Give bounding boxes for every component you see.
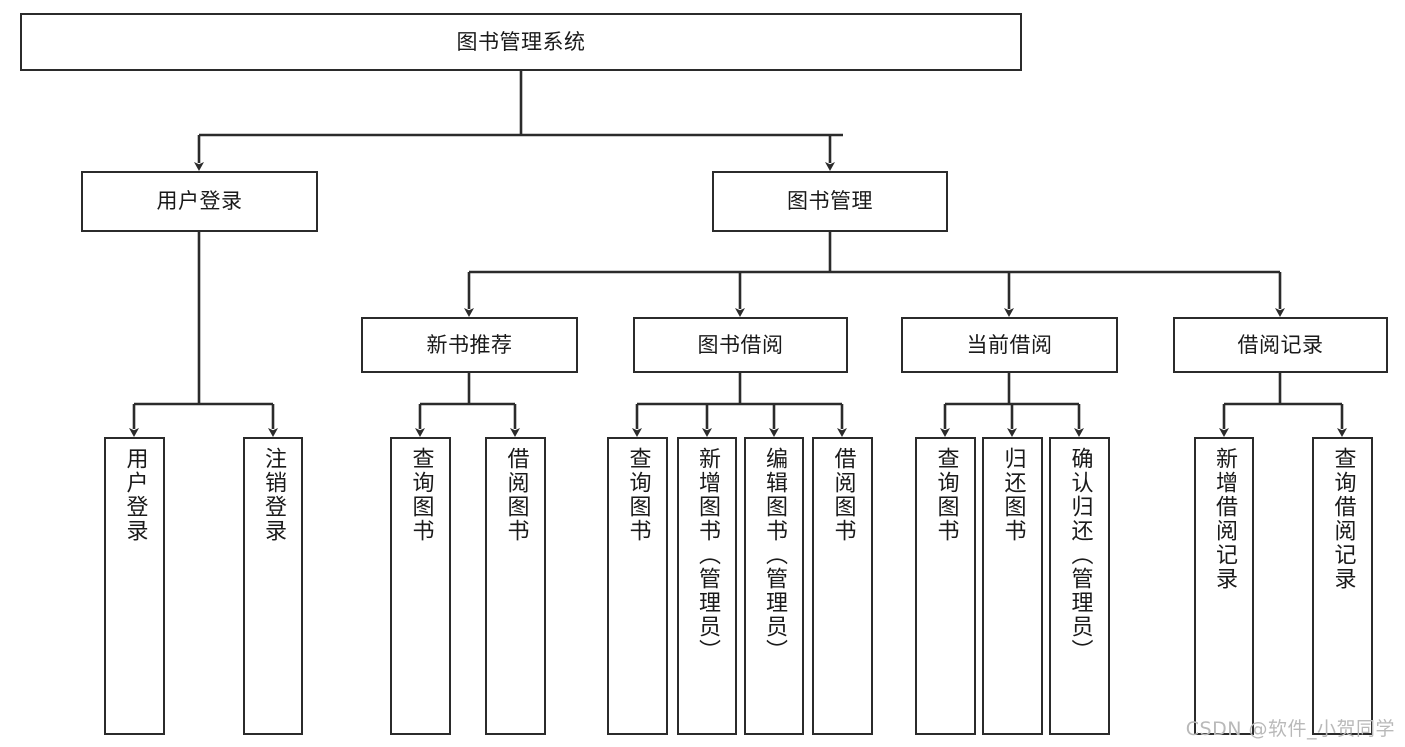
node-leaf-logout-login[interactable]: 注销登录 [243, 437, 303, 735]
node-leaf-user-login[interactable]: 用户登录 [104, 437, 165, 735]
node-leaf-query-book-2[interactable]: 查询图书 [607, 437, 668, 735]
node-leaf-query-book-2-label: 查询图书 [625, 447, 651, 543]
node-root-label: 图书管理系统 [456, 29, 586, 54]
node-user-login-label: 用户登录 [156, 189, 243, 214]
node-book-borrow[interactable]: 图书借阅 [633, 317, 848, 373]
node-leaf-logout-login-label: 注销登录 [261, 447, 286, 543]
csdn-watermark: CSDN @软件_小贺同学 [1185, 718, 1395, 740]
node-leaf-borrow-book-1[interactable]: 借阅图书 [485, 437, 546, 735]
node-leaf-edit-book-admin-label: 编辑图书（管理员） [762, 447, 787, 663]
node-leaf-query-book-3-label: 查询图书 [933, 447, 959, 543]
node-leaf-query-book-1[interactable]: 查询图书 [390, 437, 451, 735]
node-new-book-recommend-label: 新书推荐 [426, 332, 513, 357]
node-leaf-edit-book-admin[interactable]: 编辑图书（管理员） [744, 437, 804, 735]
node-leaf-confirm-return-admin[interactable]: 确认归还（管理员） [1049, 437, 1110, 735]
node-leaf-add-borrow-record[interactable]: 新增借阅记录 [1194, 437, 1254, 735]
node-borrow-record[interactable]: 借阅记录 [1173, 317, 1388, 373]
node-leaf-borrow-book-2-label: 借阅图书 [830, 447, 856, 543]
node-book-manage[interactable]: 图书管理 [712, 171, 948, 232]
node-leaf-borrow-book-2[interactable]: 借阅图书 [812, 437, 873, 735]
node-root-system[interactable]: 图书管理系统 [20, 13, 1022, 71]
node-leaf-query-borrow-record-label: 查询借阅记录 [1330, 447, 1356, 591]
node-leaf-return-book[interactable]: 归还图书 [982, 437, 1043, 735]
node-leaf-add-book-admin-label: 新增图书（管理员） [695, 447, 720, 663]
node-leaf-query-book-3[interactable]: 查询图书 [915, 437, 976, 735]
node-leaf-query-borrow-record[interactable]: 查询借阅记录 [1312, 437, 1373, 735]
node-leaf-query-book-1-label: 查询图书 [408, 447, 434, 543]
node-current-borrow[interactable]: 当前借阅 [901, 317, 1118, 373]
node-leaf-borrow-book-1-label: 借阅图书 [503, 447, 529, 543]
node-leaf-return-book-label: 归还图书 [1000, 447, 1026, 543]
node-book-manage-label: 图书管理 [787, 189, 873, 214]
node-leaf-user-login-label: 用户登录 [122, 447, 148, 543]
node-user-login[interactable]: 用户登录 [81, 171, 318, 232]
node-borrow-record-label: 借阅记录 [1237, 332, 1324, 357]
node-leaf-add-borrow-record-label: 新增借阅记录 [1212, 447, 1237, 591]
node-book-borrow-label: 图书借阅 [697, 332, 784, 357]
node-current-borrow-label: 当前借阅 [966, 332, 1053, 357]
node-new-book-recommend[interactable]: 新书推荐 [361, 317, 578, 373]
node-leaf-confirm-return-admin-label: 确认归还（管理员） [1067, 447, 1093, 663]
node-leaf-add-book-admin[interactable]: 新增图书（管理员） [677, 437, 737, 735]
